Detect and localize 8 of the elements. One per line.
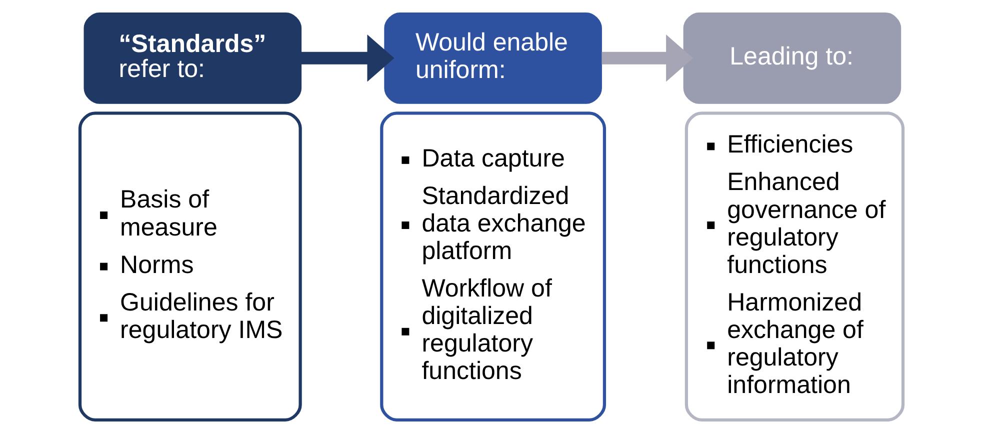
node-box: Basis of measure Norms Guidelines for regulatory IMS [78,112,302,422]
node-box: Data capture Standardized data exchange platform Workflow of digitalized regulatory functions [380,112,606,422]
node-box: Would enable uniform: [384,12,602,104]
node-box: Leading to: [682,12,901,104]
arrow [300,34,394,82]
node-box: Efficiencies Enhanced governance of regulatory functions Harmonized exchange of regulatory information [684,112,904,422]
node-box: “Standards” refer to: [83,12,302,104]
arrow [601,34,693,82]
